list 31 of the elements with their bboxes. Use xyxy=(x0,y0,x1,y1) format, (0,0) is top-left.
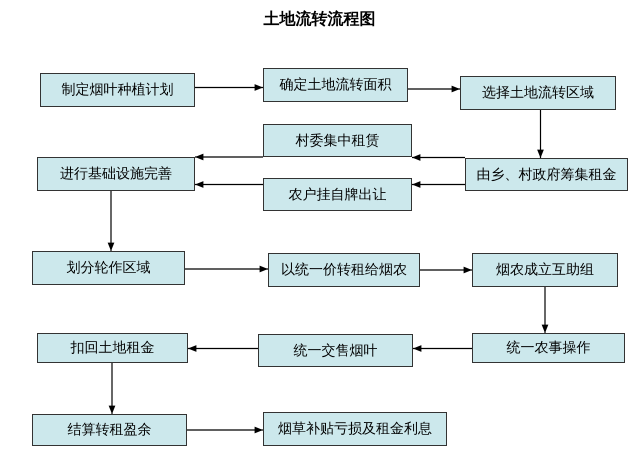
process-box: 农户挂自牌出让 xyxy=(263,178,412,211)
arrow xyxy=(408,86,460,92)
arrow xyxy=(108,191,114,251)
process-box: 由乡、村政府筹集租金 xyxy=(465,158,628,191)
arrow xyxy=(185,266,268,272)
process-box: 结算转租盈余 xyxy=(32,414,187,446)
arrow xyxy=(412,154,465,161)
arrow xyxy=(412,181,465,188)
process-box: 划分轮作区域 xyxy=(32,251,185,285)
process-box: 制定烟叶种植计划 xyxy=(40,73,195,107)
arrow xyxy=(108,363,116,414)
process-box: 进行基础设施完善 xyxy=(37,157,195,191)
arrow xyxy=(420,266,472,274)
process-box: 统一交售烟叶 xyxy=(258,334,413,367)
process-box: 扣回土地租金 xyxy=(37,333,188,363)
process-box: 选择土地流转区域 xyxy=(460,76,616,110)
process-box: 以统一价转租给烟农 xyxy=(268,253,420,287)
process-box: 烟农成立互助组 xyxy=(472,253,618,287)
arrow xyxy=(195,181,263,188)
arrow xyxy=(537,110,544,158)
arrow xyxy=(195,84,263,91)
process-box: 统一农事操作 xyxy=(472,333,625,363)
arrow xyxy=(413,345,472,352)
process-box: 烟草补贴亏损及租金利息 xyxy=(263,412,447,446)
arrow xyxy=(188,345,258,352)
arrow xyxy=(195,154,263,160)
title: 土地流转流程图 xyxy=(262,9,376,30)
arrow xyxy=(187,426,263,434)
process-box: 村委集中租赁 xyxy=(263,124,412,157)
process-box: 确定土地流转面积 xyxy=(263,68,408,102)
arrow xyxy=(542,287,548,333)
